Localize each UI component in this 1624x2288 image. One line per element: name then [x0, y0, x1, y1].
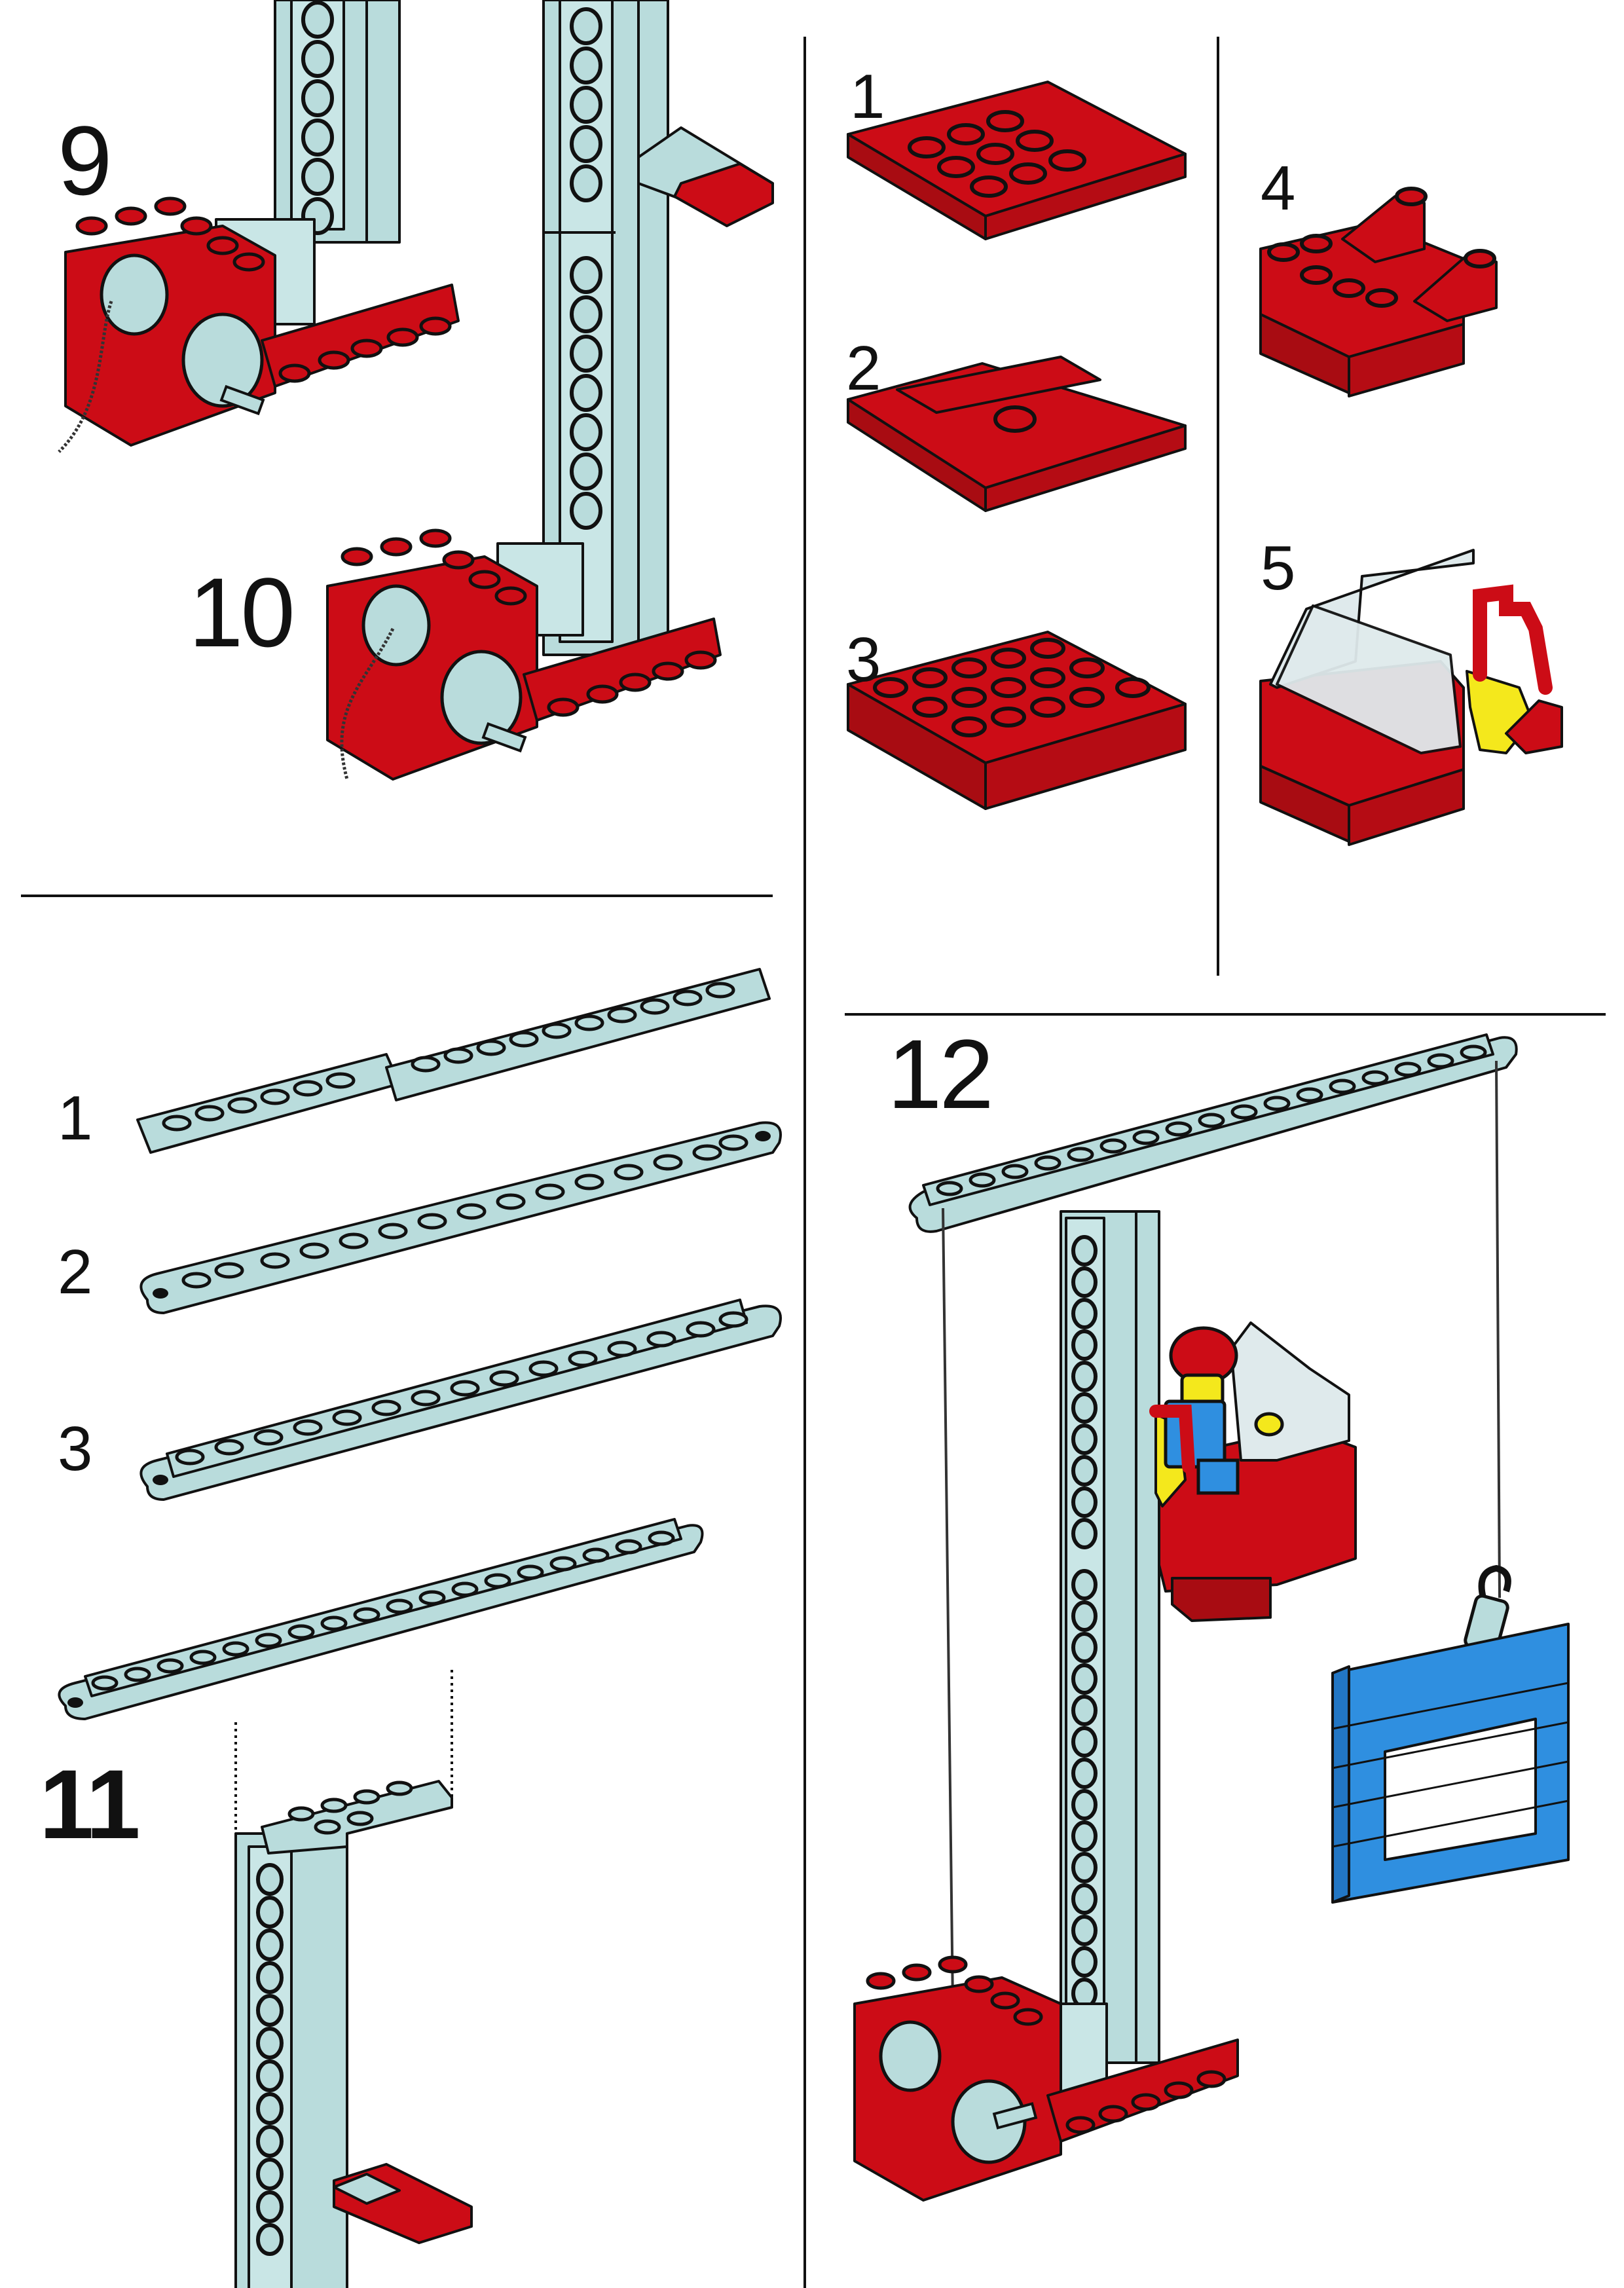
step9-winch-base	[58, 196, 460, 453]
step-number-12: 12	[887, 1019, 994, 1129]
cab-substep-number-1: 1	[850, 62, 885, 132]
cab-substep4-slopes	[1259, 187, 1498, 397]
crane-winch-base	[853, 1955, 1239, 2202]
crane-boom	[908, 1033, 1518, 1233]
step9-string	[58, 301, 113, 453]
boom-substep3-plates	[139, 1299, 782, 1501]
hook	[1478, 1564, 1511, 1599]
step-number-10: 10	[189, 557, 295, 667]
boom-substep1-plates	[136, 968, 771, 1154]
boom-substep-number-2: 2	[58, 1237, 92, 1307]
cab-substep-number-5: 5	[1261, 533, 1295, 603]
crane-strings	[942, 1060, 1501, 2004]
cab-substep5-windscreen-seat	[1259, 549, 1563, 846]
minifig-legs	[1196, 1458, 1240, 1495]
step10-tower	[496, 0, 774, 656]
step-number-9: 9	[58, 105, 112, 215]
boom-substep4-finished	[58, 1518, 704, 1847]
step9-drum	[100, 253, 169, 336]
minifig-hand	[1254, 1412, 1284, 1437]
cab-windscreen	[1230, 1321, 1350, 1462]
boom-substep2-plates	[139, 1121, 782, 1314]
step10-drum	[361, 584, 431, 667]
red-bar	[1473, 584, 1553, 695]
cab-red-bar	[1149, 1405, 1195, 1473]
operator-cab	[1149, 1321, 1357, 1622]
cab-substep-number-3: 3	[846, 625, 881, 695]
step10-crank-wheel	[440, 650, 523, 745]
cab-substep-number-4: 4	[1261, 153, 1295, 223]
cab-substep-number-2: 2	[846, 333, 881, 403]
crane-tower	[1033, 1210, 1160, 2097]
cab-substep3-base	[847, 631, 1187, 810]
windscreen-main	[1276, 604, 1462, 754]
step9-crank-wheel	[181, 312, 264, 408]
step9-tower	[215, 0, 401, 325]
hoist-string-left	[942, 1208, 954, 2004]
step10-winch-base	[326, 528, 722, 781]
step10-string	[340, 627, 395, 780]
hoist-string-right	[1495, 1060, 1501, 1598]
window-frame	[1384, 1718, 1537, 1861]
crane-drum	[879, 2020, 942, 2092]
boom-substep-number-1: 1	[58, 1083, 92, 1153]
cab-substep2-plates	[847, 356, 1187, 512]
hook-and-window-wall	[1331, 1564, 1570, 1904]
boom-substep-number-3: 3	[58, 1414, 92, 1484]
step-number-11: 11	[39, 1749, 141, 1859]
cab-substep1-plate	[847, 81, 1187, 240]
step11-tower	[234, 1780, 473, 2288]
